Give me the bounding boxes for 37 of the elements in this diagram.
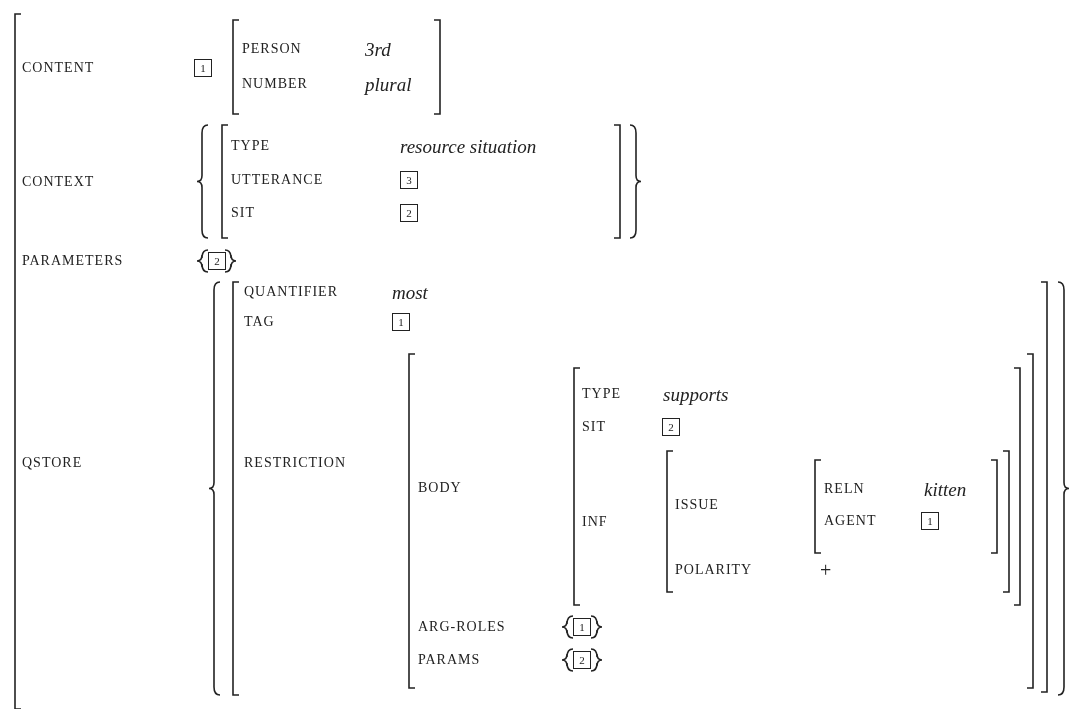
feature-name: ISSUE bbox=[675, 498, 719, 512]
feature-name: TYPE bbox=[231, 139, 270, 153]
feature-value: kitten bbox=[924, 479, 967, 499]
feature-name: CONTENT bbox=[22, 61, 95, 75]
feature-value: resource situation bbox=[400, 136, 537, 156]
feature-name: TAG bbox=[244, 315, 275, 329]
feature-name: INF bbox=[582, 515, 608, 529]
feature-name: UTTERANCE bbox=[231, 173, 324, 187]
feature-name: RELN bbox=[824, 482, 865, 496]
feature-name: QSTORE bbox=[22, 456, 83, 470]
boxed-tag: 2 bbox=[662, 418, 680, 436]
boxed-tag: 1 bbox=[921, 512, 939, 530]
boxed-tag: 1 bbox=[194, 59, 212, 77]
feature-name: AGENT bbox=[824, 514, 877, 528]
boxed-tag: 2 bbox=[400, 204, 418, 222]
feature-value: plural bbox=[365, 74, 412, 94]
boxed-tag: 2 bbox=[208, 252, 226, 270]
boxed-tag: 3 bbox=[400, 171, 418, 189]
feature-name: SIT bbox=[582, 420, 606, 434]
feature-name: TYPE bbox=[582, 387, 621, 401]
feature-name: BODY bbox=[418, 481, 462, 495]
feature-name: POLARITY bbox=[675, 563, 753, 577]
boxed-tag: 1 bbox=[392, 313, 410, 331]
feature-name: RESTRICTION bbox=[244, 456, 346, 470]
feature-name: PERSON bbox=[242, 42, 302, 56]
feature-name: ARG-ROLES bbox=[418, 620, 506, 634]
feature-name: CONTEXT bbox=[22, 175, 95, 189]
feature-name: PARAMETERS bbox=[22, 254, 124, 268]
feature-value: + bbox=[820, 560, 832, 580]
feature-value: 3rd bbox=[365, 39, 391, 59]
feature-name: SIT bbox=[231, 206, 255, 220]
boxed-tag: 2 bbox=[573, 651, 591, 669]
feature-name: NUMBER bbox=[242, 77, 308, 91]
feature-value: supports bbox=[663, 384, 729, 404]
boxed-tag: 1 bbox=[573, 618, 591, 636]
feature-value: most bbox=[392, 282, 428, 302]
feature-name: PARAMS bbox=[418, 653, 481, 667]
